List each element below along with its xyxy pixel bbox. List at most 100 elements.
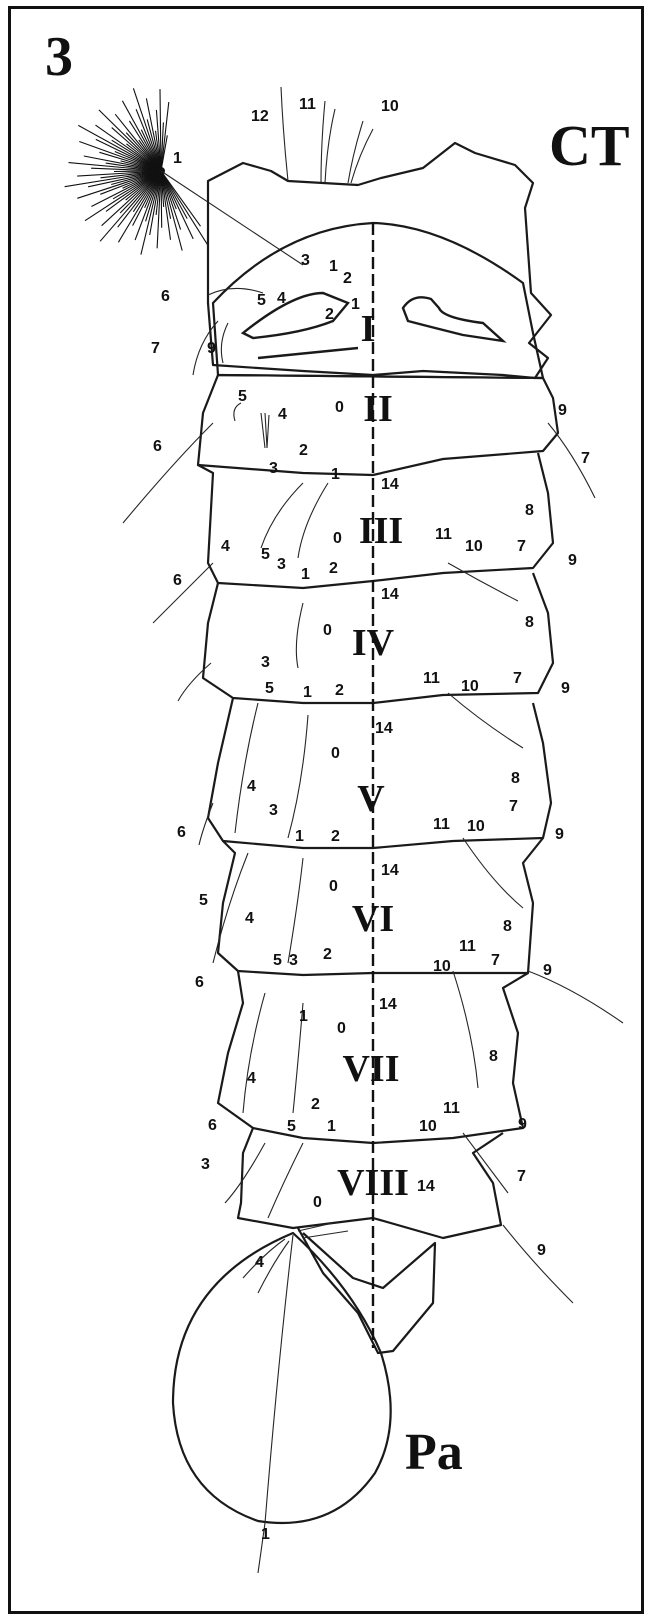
ct-seta-1-tuft bbox=[65, 88, 209, 254]
pupa-abdomen-drawing: I II III IV V VI VII VIII 1 12 11 10 3 1… bbox=[11, 9, 641, 1611]
seta-label: 3 bbox=[301, 252, 310, 269]
seta-label: 10 bbox=[461, 678, 479, 695]
cephalothorax-label: CT bbox=[549, 117, 630, 175]
seg1-seta-6 bbox=[208, 288, 263, 295]
segment-label-2: II bbox=[363, 388, 393, 430]
seta-label: 6 bbox=[153, 438, 162, 455]
seta-label: 9 bbox=[558, 402, 567, 419]
seta-label: 6 bbox=[161, 288, 170, 305]
seta-label: 7 bbox=[581, 450, 590, 467]
seg6-seta-1 bbox=[288, 858, 303, 963]
seta-label: 6 bbox=[195, 974, 204, 991]
seta-label: 3 bbox=[269, 802, 278, 819]
seta-label: 10 bbox=[419, 1118, 437, 1135]
seta-label: 1 bbox=[329, 258, 338, 275]
seta-label: 1 bbox=[351, 296, 360, 313]
ct-seta-label: 10 bbox=[381, 98, 399, 115]
tuft-branch bbox=[100, 171, 161, 241]
seta-label: 5 bbox=[199, 892, 208, 909]
ct-seta-12 bbox=[281, 87, 288, 181]
seg1-seta-9 bbox=[221, 323, 228, 363]
seta-label: 7 bbox=[151, 340, 160, 357]
ct-seta-label: 11 bbox=[299, 96, 316, 113]
spiracle-plate-right bbox=[403, 297, 503, 341]
seta-label: 4 bbox=[277, 290, 286, 307]
ct-seta-label: 12 bbox=[251, 108, 269, 125]
seta-label: 9 bbox=[518, 1116, 527, 1133]
seta-label: 7 bbox=[517, 538, 526, 555]
seta-label: 4 bbox=[278, 406, 287, 423]
seta-label: 10 bbox=[467, 818, 485, 835]
seta-label: 2 bbox=[311, 1096, 320, 1113]
seg8-seta-3 bbox=[225, 1143, 265, 1203]
segment-label-6: VI bbox=[352, 898, 394, 940]
seta-label: 6 bbox=[208, 1117, 217, 1134]
seta-label: 0 bbox=[333, 530, 342, 547]
seg3-seta-3 bbox=[261, 483, 303, 548]
seta-label: 14 bbox=[375, 720, 393, 737]
seta-label: 5 bbox=[273, 952, 282, 969]
seta-label: 1 bbox=[295, 828, 304, 845]
seta-label: 9 bbox=[537, 1242, 546, 1259]
seta-label: 5 bbox=[287, 1118, 296, 1135]
segment-label-5: V bbox=[357, 778, 385, 820]
seg8-seta-9 bbox=[503, 1225, 573, 1303]
seta-label: 7 bbox=[513, 670, 522, 687]
seta-label: 9 bbox=[207, 340, 216, 357]
ct-seta-10-b bbox=[351, 129, 373, 183]
seta-label: 8 bbox=[489, 1048, 498, 1065]
seg1-ridge bbox=[258, 348, 358, 358]
seg4-seta-6 bbox=[178, 663, 211, 701]
segment-label-8: VIII bbox=[337, 1162, 409, 1204]
seta-label: 2 bbox=[343, 270, 352, 287]
seta-label: 0 bbox=[331, 745, 340, 762]
seta-label: 3 bbox=[201, 1156, 210, 1173]
seta-label: 3 bbox=[289, 952, 298, 969]
seg3-seta-1 bbox=[298, 483, 328, 558]
figure-frame: I II III IV V VI VII VIII 1 12 11 10 3 1… bbox=[8, 6, 644, 1614]
cephalothorax-outline bbox=[208, 143, 551, 378]
seta-label: 7 bbox=[517, 1168, 526, 1185]
seta-label: 0 bbox=[335, 399, 344, 416]
seta-label: 7 bbox=[509, 798, 518, 815]
seta-label: 1 bbox=[261, 1526, 270, 1543]
seta-label: 8 bbox=[525, 614, 534, 631]
seta-label: 6 bbox=[177, 824, 186, 841]
seta-label: 2 bbox=[299, 442, 308, 459]
ct-seta-11-b bbox=[325, 109, 335, 183]
seta-label: 0 bbox=[323, 622, 332, 639]
ct-seta-10-a bbox=[348, 121, 363, 183]
segment-label-4: IV bbox=[352, 622, 395, 664]
seta-label: 4 bbox=[247, 778, 256, 795]
seta-label: 10 bbox=[433, 958, 451, 975]
seta-label: 7 bbox=[491, 952, 500, 969]
segment-label-3: III bbox=[359, 510, 403, 552]
seta-label: 11 bbox=[433, 816, 450, 833]
seg2-seta-4 bbox=[261, 413, 269, 448]
seta-label: 1 bbox=[327, 1118, 336, 1135]
seta-label: 10 bbox=[465, 538, 483, 555]
seta-label: 4 bbox=[255, 1254, 264, 1271]
seta-label: 3 bbox=[269, 460, 278, 477]
seg4-seta-1 bbox=[296, 603, 303, 668]
seta-label: 4 bbox=[221, 538, 230, 555]
seta-label: 5 bbox=[261, 546, 270, 563]
seg7-seta-5 bbox=[243, 993, 265, 1113]
segment-label-7: VII bbox=[342, 1048, 399, 1090]
seta-label: 8 bbox=[525, 502, 534, 519]
seta-label: 0 bbox=[337, 1020, 346, 1037]
terminal-segment bbox=[298, 1228, 435, 1353]
seta-label: 14 bbox=[381, 586, 399, 603]
seta-label: 9 bbox=[543, 962, 552, 979]
seta-label: 4 bbox=[247, 1070, 256, 1087]
seta-label: 11 bbox=[459, 938, 476, 955]
seg3-seta-6 bbox=[153, 563, 213, 623]
figure-number: 3 bbox=[45, 29, 73, 85]
seta-label: 8 bbox=[511, 770, 520, 787]
seta-label: 1 bbox=[303, 684, 312, 701]
seg6-seta-10 bbox=[453, 971, 478, 1088]
seta-label: 9 bbox=[555, 826, 564, 843]
paddle-outline bbox=[173, 1233, 391, 1523]
seta-label: 0 bbox=[313, 1194, 322, 1211]
seta-label: 2 bbox=[329, 560, 338, 577]
